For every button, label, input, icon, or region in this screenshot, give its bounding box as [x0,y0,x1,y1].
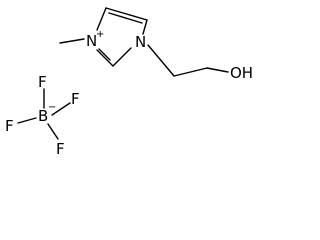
imidazolium-cation: N + N OH [59,7,253,82]
chain-bond-ch2-ch2 [173,67,208,77]
fluorine-left-label: F [5,117,14,135]
tetrafluoroborate-anion: B − F F F F [5,73,80,157]
boron-negative-charge: − [48,102,56,113]
fluorine-top-label: F [38,73,47,91]
chain-bond-n1-ch2 [147,44,175,77]
chain-bond-ch2-oh [206,67,229,73]
ring-bond-c4-c5-inner [108,12,143,24]
chemical-structure: N + N OH B − F F F F [5,7,253,157]
ring-bond-c2-n3 [96,49,114,67]
ring-bond-c4-c5 [105,7,148,21]
methyl-bond [59,38,85,44]
ring-nitrogen-positive-charge: + [96,29,104,40]
b-f-bond-right [51,102,71,116]
ring-bond-n3-c4 [96,7,107,31]
ring-bond-c2-n3-inner [98,48,111,61]
hydroxyl-label: OH [230,64,253,82]
fluorine-right-label: F [71,90,80,108]
b-f-bond-bottom [47,123,59,140]
boron-label: B [38,107,48,125]
b-f-bond-left [17,117,37,124]
ring-nitrogen-substituted-label: N [135,33,146,51]
ring-nitrogen-methyl-label: N [86,32,97,50]
ring-bond-c5-n1 [142,19,148,35]
fluorine-bottom-label: F [56,140,65,157]
ring-bond-n1-c2 [112,47,132,67]
